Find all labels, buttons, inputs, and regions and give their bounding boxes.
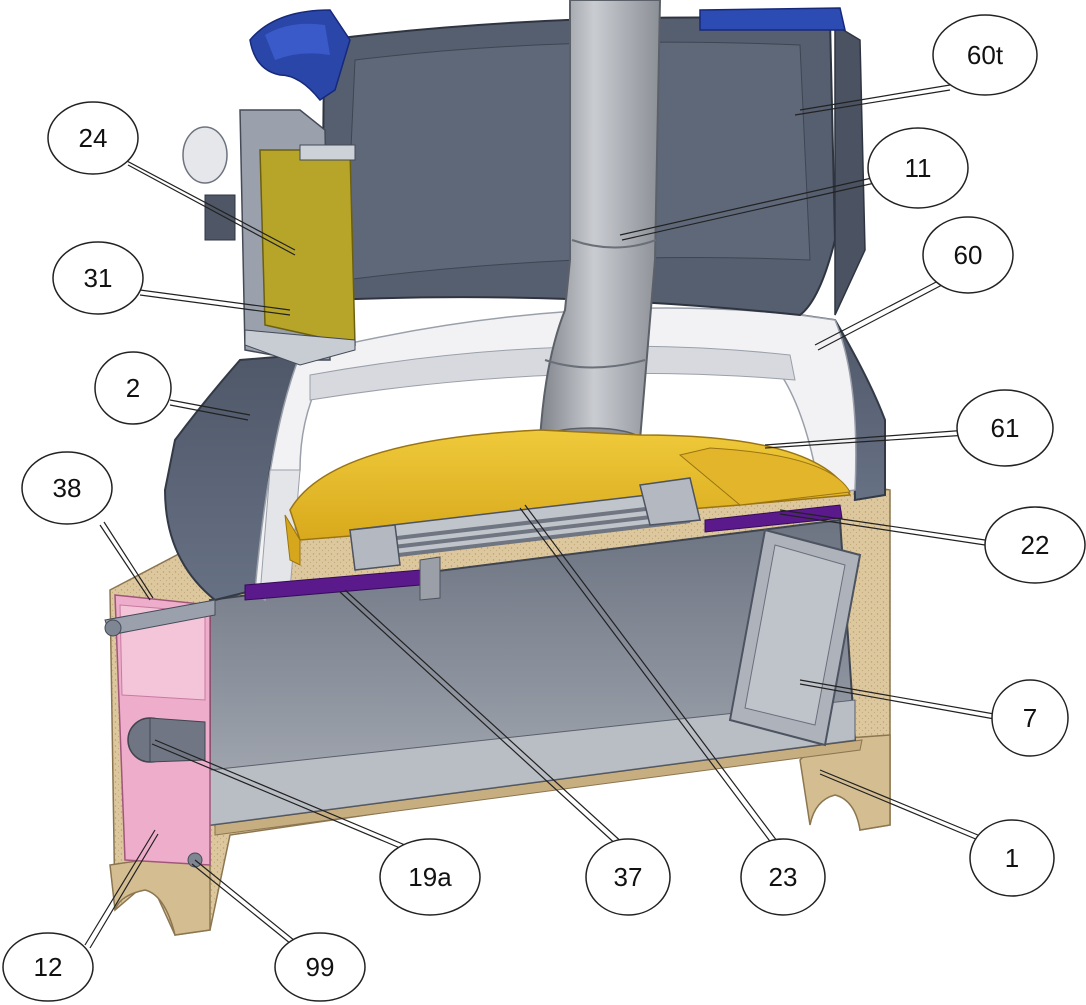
callout-label: 60t — [967, 40, 1004, 70]
callout-label: 61 — [991, 413, 1020, 443]
lid-clamp — [249, 7, 846, 102]
view-port — [182, 109, 356, 366]
callout-2: 2 — [94, 351, 172, 425]
inner-baffle-panel — [728, 528, 862, 747]
callout-24: 24 — [47, 101, 139, 175]
callout-label: 7 — [1023, 703, 1037, 733]
callout-60: 60 — [922, 216, 1014, 294]
leader-lines — [84, 84, 1001, 949]
callout-label: 24 — [79, 123, 108, 153]
callout-1: 1 — [969, 819, 1055, 897]
callout-31: 31 — [52, 241, 144, 315]
callout-label: 23 — [769, 862, 798, 892]
callout-label: 99 — [306, 952, 335, 982]
lower-chamber — [209, 518, 857, 827]
callout-label: 2 — [126, 373, 140, 403]
callout-99: 99 — [274, 932, 366, 1002]
callout-label: 19a — [408, 862, 452, 892]
callout-label: 22 — [1021, 530, 1050, 560]
callout-61: 61 — [956, 389, 1054, 467]
callout-label: 11 — [905, 153, 932, 183]
callout-22: 22 — [984, 506, 1086, 584]
callout-12: 12 — [2, 932, 94, 1002]
callout-label: 31 — [84, 263, 113, 293]
callout-label: 12 — [34, 952, 63, 982]
refractory-top — [284, 429, 852, 566]
callout-11: 11 — [867, 127, 969, 209]
grate — [348, 477, 702, 601]
callout-23: 23 — [740, 838, 826, 916]
callout-label: 37 — [614, 862, 643, 892]
callout-label: 38 — [53, 473, 82, 503]
callout-7: 7 — [991, 679, 1069, 757]
callout-60t: 60t — [932, 14, 1038, 96]
callout-19a: 19a — [379, 838, 481, 916]
callout-label: 60 — [954, 240, 983, 270]
callout-label: 1 — [1005, 843, 1019, 873]
callout-38: 38 — [21, 451, 113, 525]
callout-37: 37 — [585, 838, 671, 916]
front-door — [104, 594, 216, 868]
